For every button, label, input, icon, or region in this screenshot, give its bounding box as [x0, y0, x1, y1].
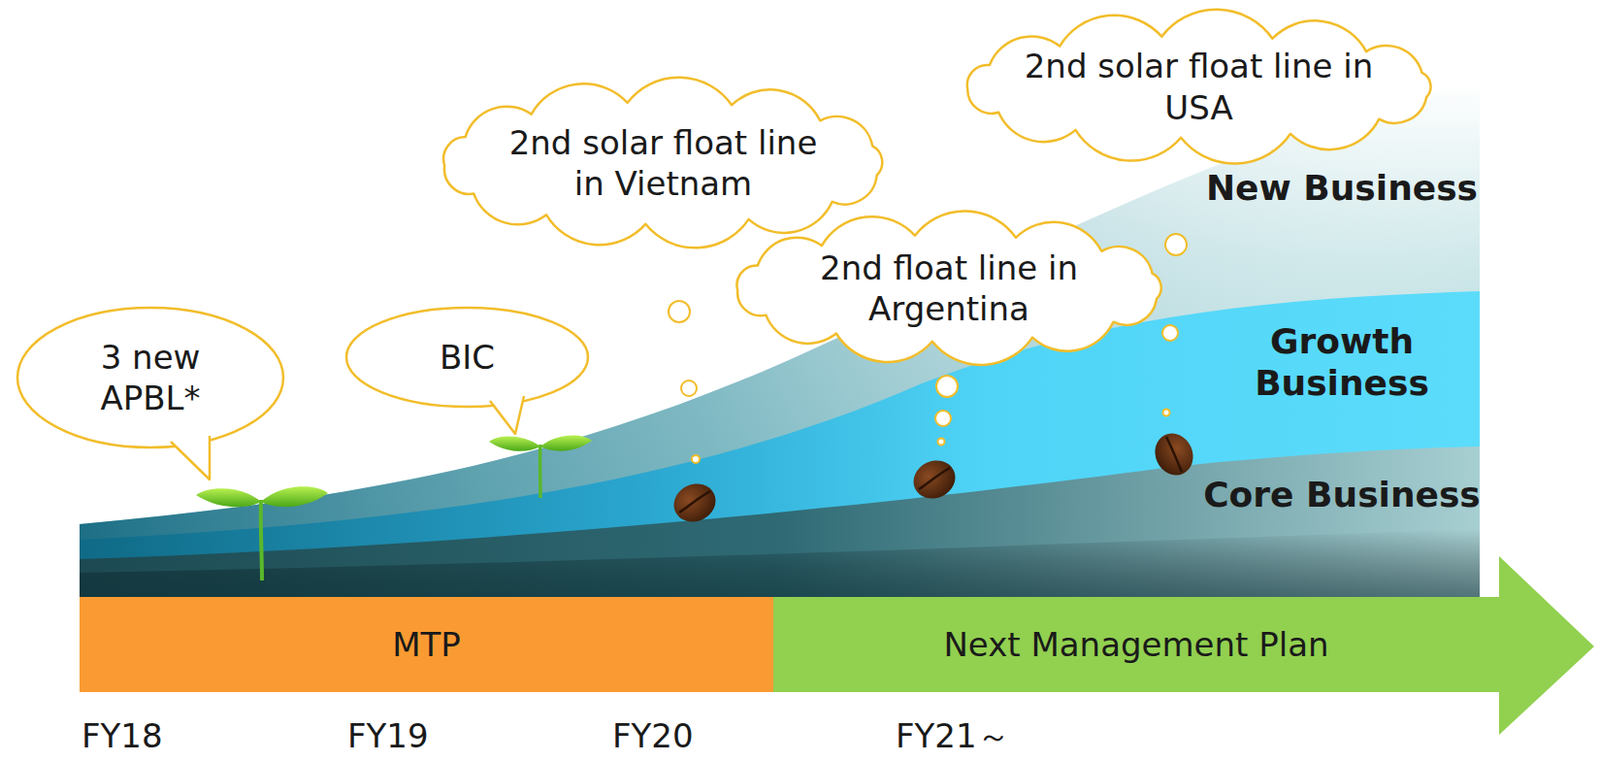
- node-text: Next Management Plan: [943, 596, 1329, 692]
- band-label: New Business: [1196, 166, 1488, 209]
- coffee-bean: [667, 476, 722, 528]
- speech-bubble: 3 new APBL*: [15, 305, 286, 450]
- node-text: 3 new APBL*: [72, 336, 229, 420]
- band-label: Core Business: [1196, 473, 1488, 516]
- thought-cloud: 2nd solar float line in USA: [951, 20, 1447, 154]
- period-bar: MTP: [79, 596, 774, 692]
- band-label: Growth Business: [1196, 320, 1488, 404]
- node-text: BIC: [439, 336, 495, 379]
- period-arrow: Next Management Plan: [773, 555, 1598, 735]
- node-text: 2nd solar float line in Vietnam: [497, 122, 828, 205]
- coffee-bean: [1147, 426, 1200, 482]
- node-outline: [15, 305, 286, 450]
- node-text: 2nd solar float line in USA: [1024, 45, 1374, 129]
- year-label: FY21～: [895, 716, 1011, 756]
- thought-cloud: 2nd float line in Argentina: [721, 219, 1176, 358]
- node-outline: [951, 20, 1447, 154]
- year-label: FY18: [81, 716, 164, 756]
- node-text: 2nd float line in Argentina: [788, 247, 1110, 330]
- year-label: FY20: [612, 716, 694, 756]
- year-label: FY19: [347, 716, 429, 756]
- node-outline: [721, 219, 1176, 358]
- speech-bubble: BIC: [344, 305, 590, 409]
- coffee-bean: [907, 453, 962, 505]
- node-outline: [428, 86, 897, 240]
- thought-cloud: 2nd solar float line in Vietnam: [428, 86, 897, 240]
- sprout: [489, 435, 592, 498]
- node-text: MTP: [391, 623, 461, 666]
- sprout: [195, 486, 328, 581]
